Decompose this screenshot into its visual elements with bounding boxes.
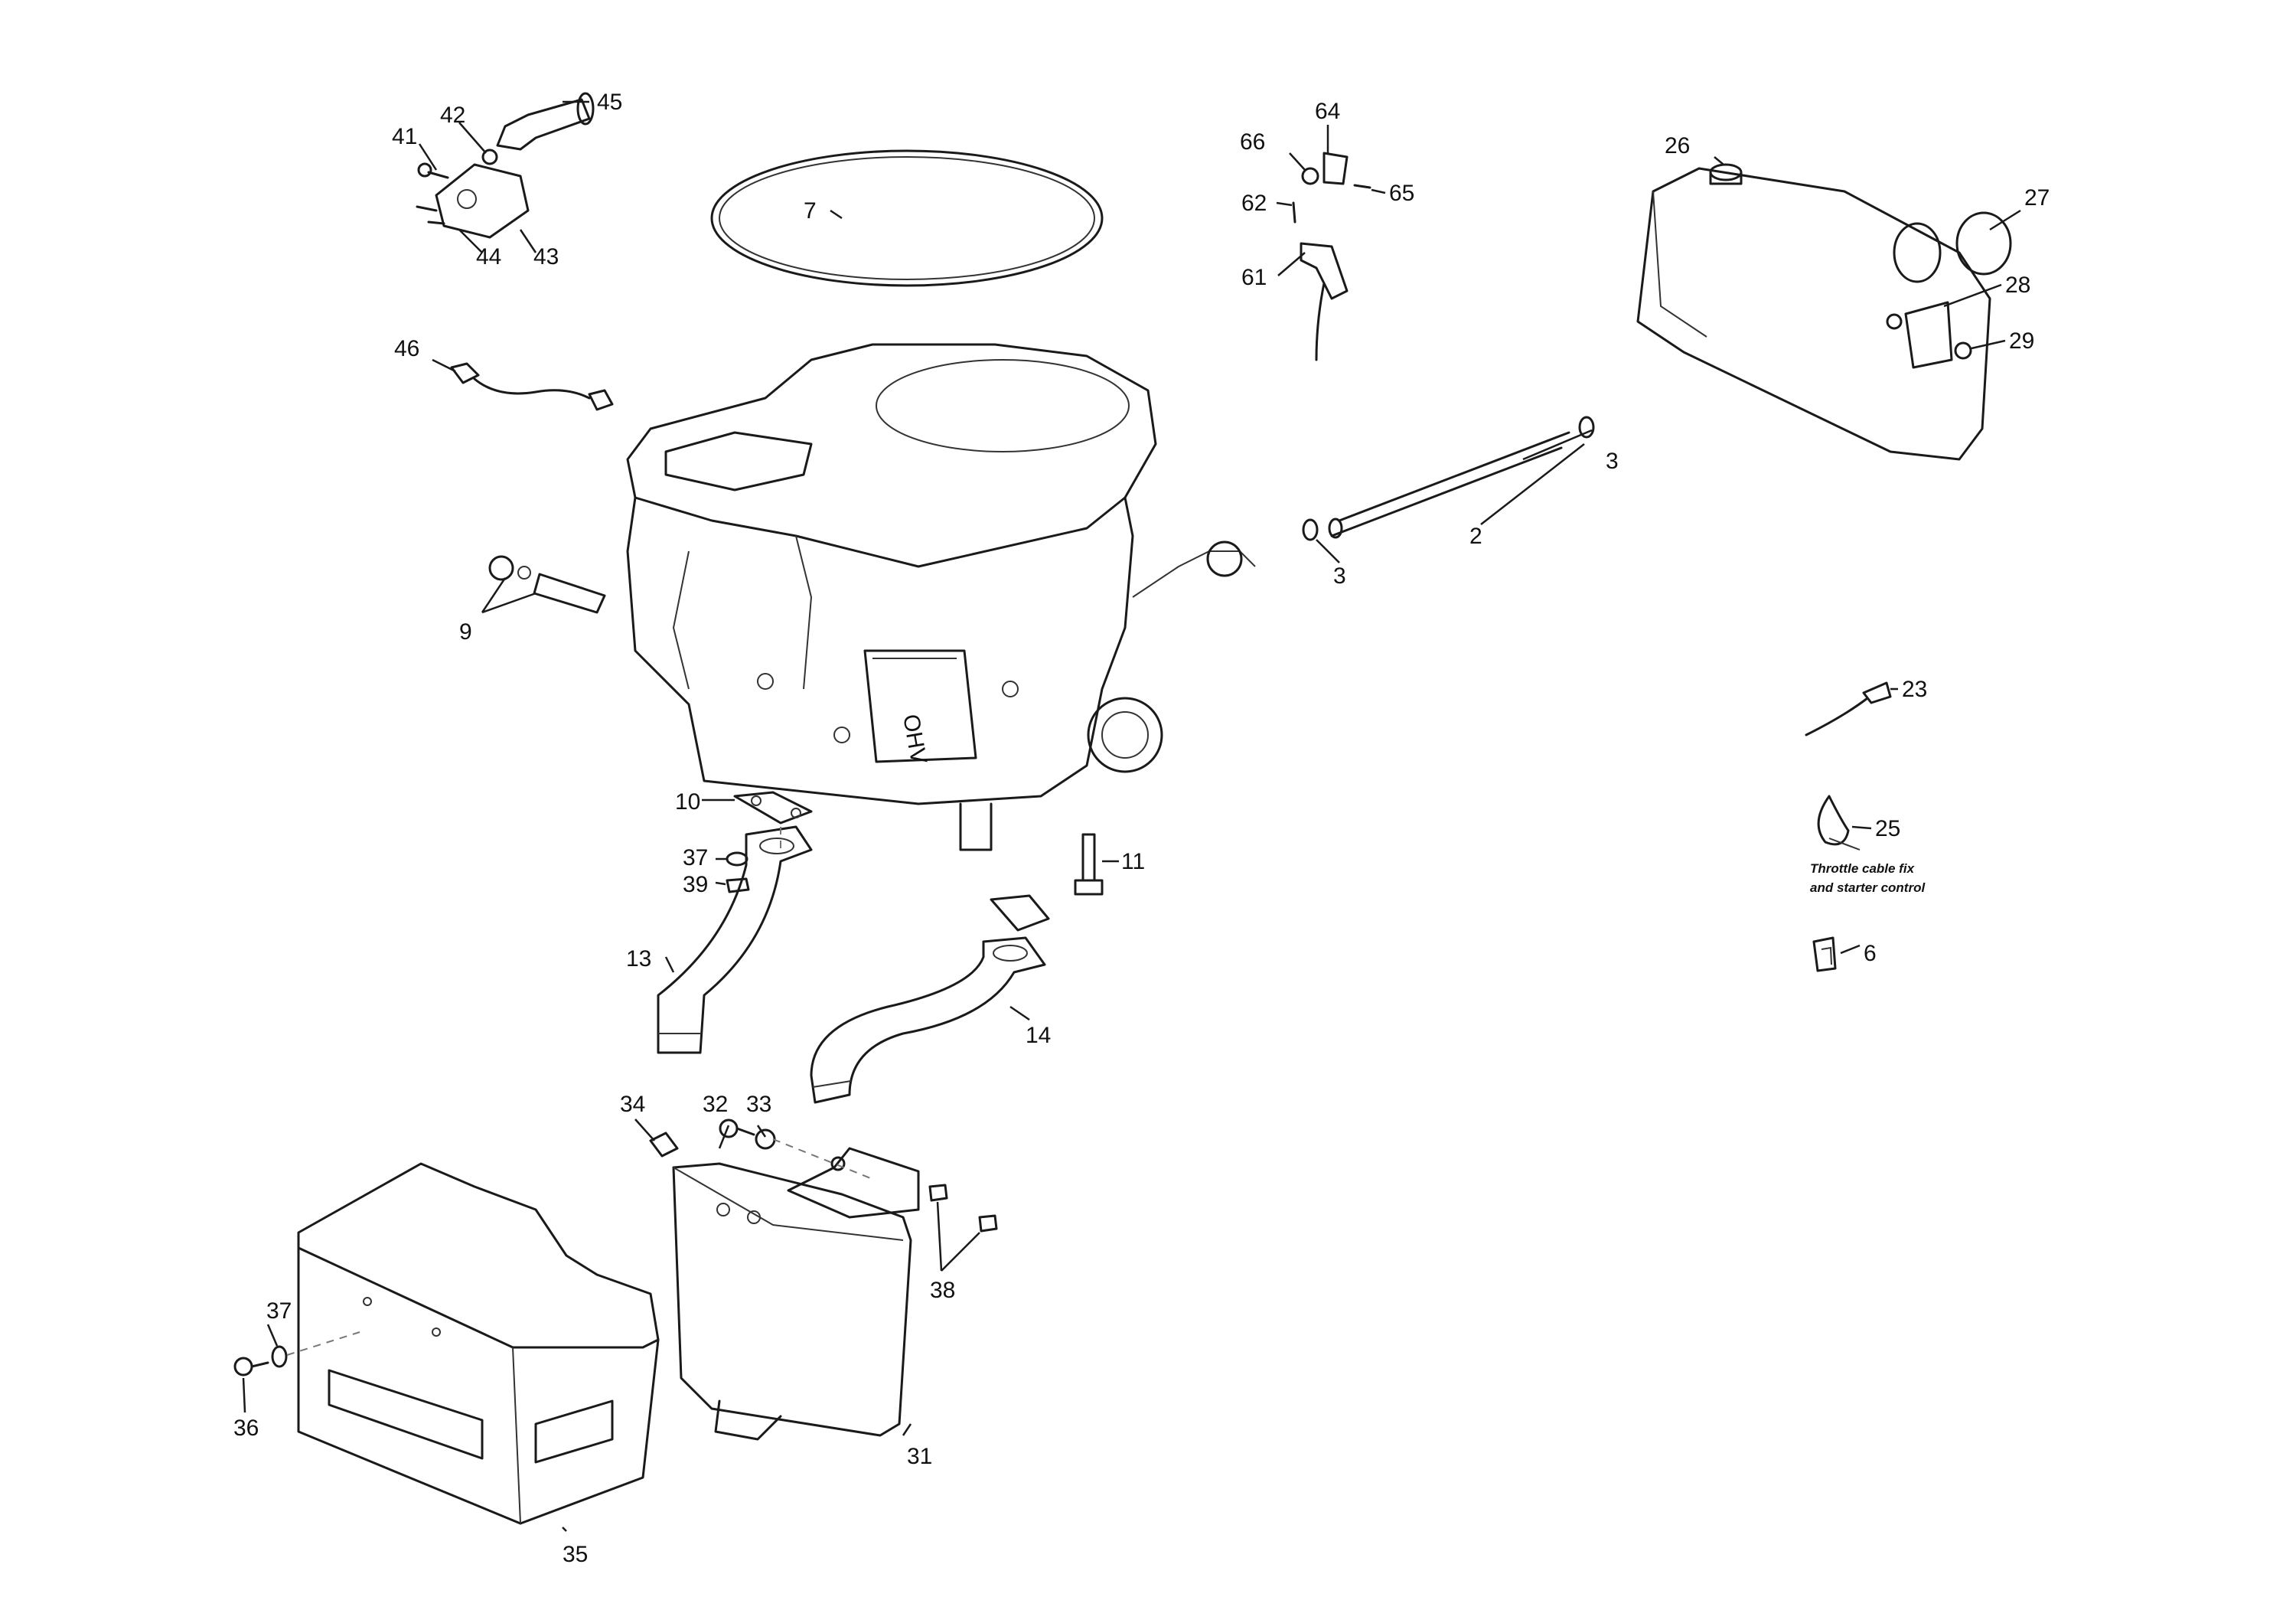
callout-35: 35	[563, 1542, 588, 1567]
bolt-32	[719, 1118, 755, 1138]
upper-left-bracket-assembly	[416, 92, 595, 239]
exhaust-pipe-13	[657, 825, 813, 1054]
callout-26: 26	[1665, 133, 1690, 158]
callout-25: 25	[1875, 816, 1900, 841]
assembly-lines	[286, 827, 873, 1356]
nut-38-lower	[978, 1214, 998, 1233]
wiring-harness	[450, 362, 614, 411]
callout-33: 33	[746, 1092, 771, 1117]
callout-45: 45	[597, 90, 622, 115]
throttle-control-assembly	[1292, 152, 1371, 361]
callout-11: 11	[1121, 849, 1145, 874]
bolt-36	[233, 1357, 269, 1376]
note-line-1: Throttle cable fix	[1810, 861, 1916, 876]
exhaust-gasket	[733, 791, 813, 825]
callout-65: 65	[1389, 181, 1414, 206]
callout-46: 46	[394, 336, 419, 361]
callout-36: 36	[233, 1416, 259, 1441]
fitting-pair	[488, 555, 606, 614]
callout-2: 2	[1469, 524, 1482, 549]
hose-clamp-right	[1578, 416, 1595, 439]
callout-37-upper: 37	[683, 845, 708, 870]
callout-43: 43	[533, 244, 559, 269]
washer-37-lower	[271, 1345, 288, 1368]
callout-34: 34	[620, 1092, 645, 1117]
callout-13: 13	[626, 946, 651, 972]
callout-3-left: 3	[1333, 563, 1346, 589]
callout-6: 6	[1864, 941, 1877, 966]
cable-tie-clip	[1817, 795, 1861, 851]
callout-28: 28	[2005, 273, 2030, 298]
callout-66: 66	[1240, 129, 1265, 155]
callout-31: 31	[907, 1444, 932, 1469]
fuel-hose	[1328, 431, 1570, 539]
callout-3-right: 3	[1606, 449, 1619, 474]
nut-39	[726, 877, 750, 893]
clamp-34	[649, 1132, 679, 1158]
fuel-tank	[1636, 163, 2012, 461]
callout-7: 7	[804, 198, 817, 224]
callout-14: 14	[1026, 1023, 1051, 1048]
gasket-ring	[710, 149, 1104, 287]
washer-33	[755, 1128, 776, 1150]
exhaust-pipe-14	[810, 894, 1050, 1104]
callout-29: 29	[2009, 328, 2034, 354]
callout-39: 39	[683, 872, 708, 897]
throttle-note: Throttle cable fix and starter control	[1810, 861, 1926, 895]
callout-23: 23	[1902, 677, 1927, 702]
leader-lines	[242, 100, 2021, 1532]
callout-61: 61	[1241, 265, 1267, 290]
muffler	[672, 1147, 920, 1441]
callout-32: 32	[703, 1092, 728, 1117]
callout-44: 44	[476, 244, 501, 269]
callout-10: 10	[675, 789, 700, 815]
note-line-2: and starter control	[1810, 880, 1926, 895]
callout-62: 62	[1241, 191, 1267, 216]
engine-ohv-label: OHV	[898, 712, 931, 766]
callout-37-lower: 37	[266, 1298, 292, 1324]
nut-38-upper	[928, 1184, 948, 1202]
callout-42: 42	[440, 103, 465, 128]
bolt-11	[1074, 833, 1104, 896]
callout-27: 27	[2024, 185, 2050, 211]
hose-clamp-left	[1302, 518, 1319, 541]
callout-41: 41	[392, 124, 417, 149]
callout-numbers: 2 3 3 6 7 9 10 11 13 14 23 25 26 27 28 2…	[233, 90, 2050, 1567]
callout-9: 9	[459, 619, 472, 645]
heat-shield	[297, 1162, 660, 1525]
callout-64: 64	[1315, 99, 1340, 124]
callout-38: 38	[930, 1278, 955, 1303]
retaining-clip	[1812, 936, 1837, 972]
engine-block: OHV	[626, 343, 1256, 851]
washer-37-upper	[726, 851, 748, 867]
throttle-cable-end	[1805, 681, 1892, 736]
